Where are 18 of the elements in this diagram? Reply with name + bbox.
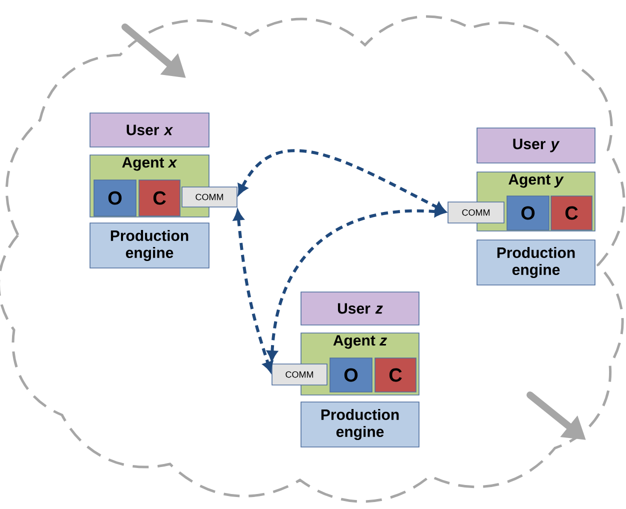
arrow	[267, 206, 445, 361]
user-box: User x	[90, 112, 210, 148]
o-box: O	[330, 358, 372, 392]
production-engine-box: Production engine	[300, 402, 420, 448]
comm-box: COMM	[182, 186, 238, 208]
c-box: C	[374, 358, 416, 392]
o-box: O	[506, 196, 550, 230]
production-engine-box: Production engine	[476, 240, 596, 286]
c-box: C	[138, 180, 180, 216]
arrow	[238, 149, 446, 212]
comm-box: COMM	[272, 364, 328, 386]
o-box: O	[94, 180, 136, 216]
c-box: C	[550, 196, 592, 230]
user-box: User z	[300, 292, 420, 326]
production-engine-box: Production engine	[90, 222, 210, 268]
user-box: User y	[476, 128, 596, 164]
arrow	[233, 210, 273, 372]
comm-box: COMM	[448, 202, 504, 224]
